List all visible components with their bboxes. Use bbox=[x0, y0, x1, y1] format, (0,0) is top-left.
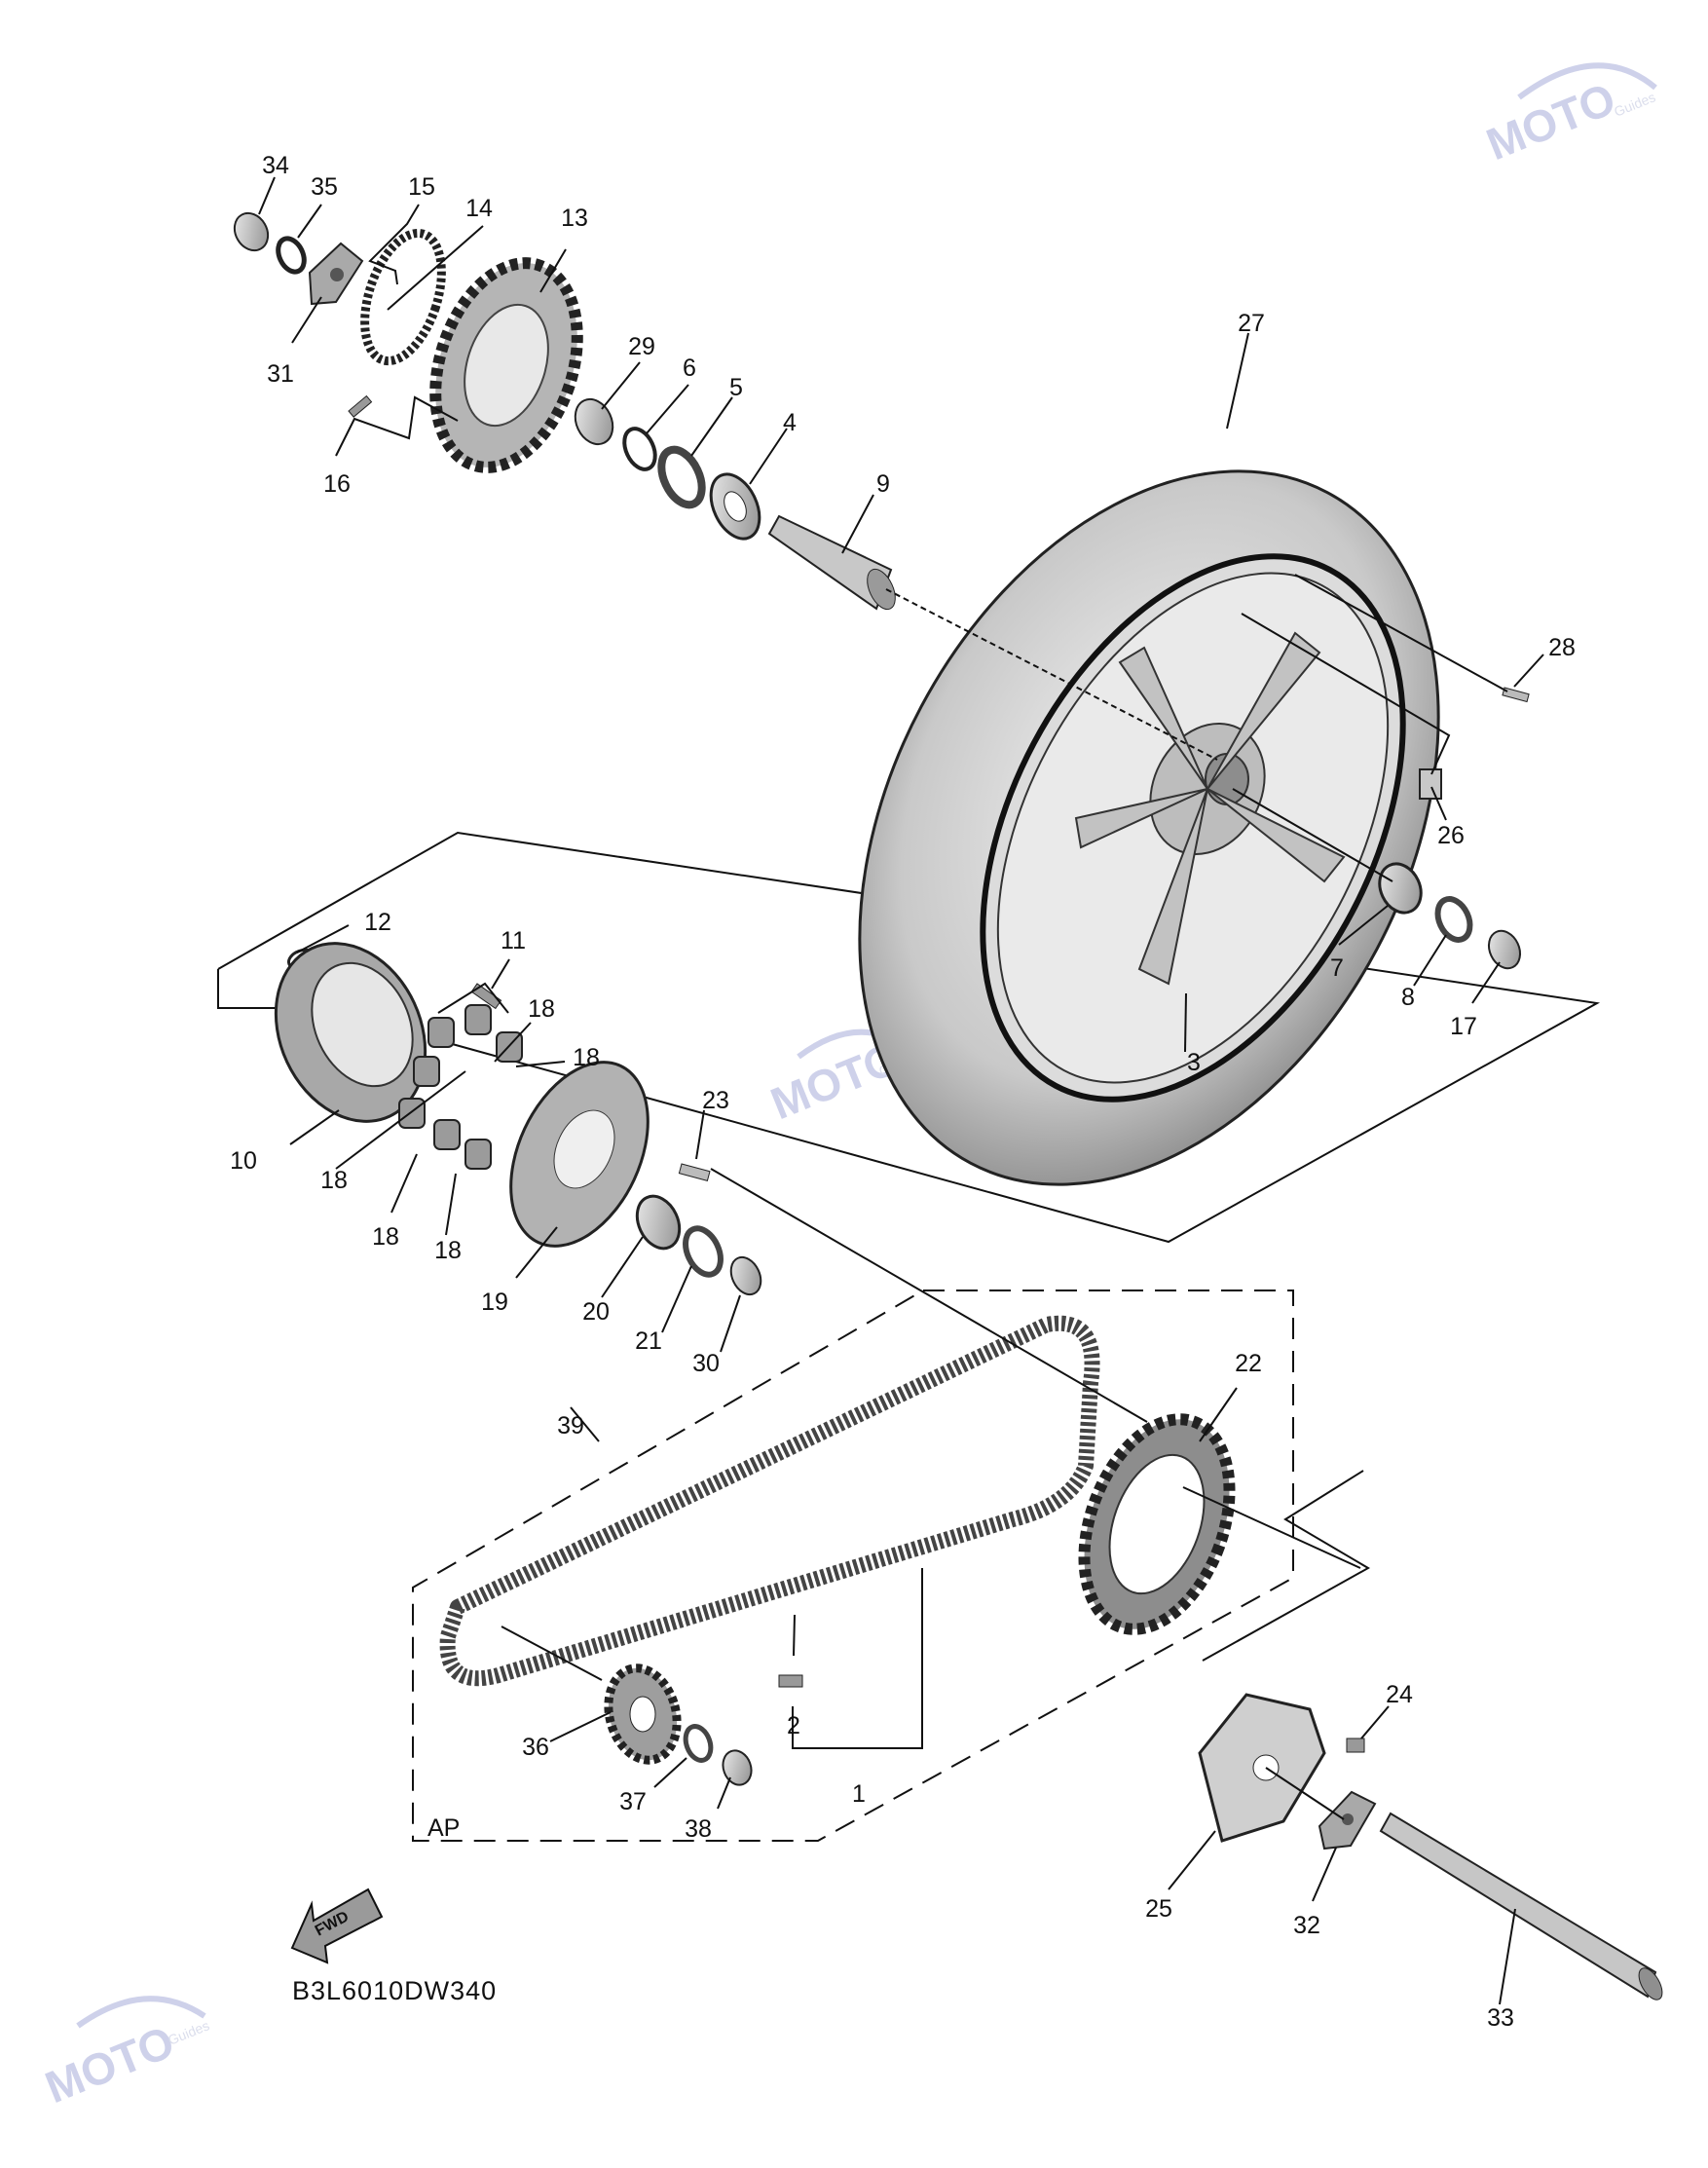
svg-text:Guides: Guides bbox=[166, 2017, 211, 2047]
leader-lines bbox=[258, 176, 1544, 2005]
valve-28 bbox=[1502, 687, 1530, 703]
nut-38 bbox=[722, 1749, 753, 1786]
callout-18-bottom: 18 bbox=[434, 1237, 462, 1264]
drive-chain-39 bbox=[439, 1315, 1100, 1687]
oil-seal-8 bbox=[1434, 896, 1473, 943]
watermark-top-right: MOTO Guides bbox=[1479, 62, 1657, 170]
ap-box-label: AP bbox=[427, 1814, 460, 1842]
callout-17: 17 bbox=[1450, 1013, 1477, 1040]
sprocket-bolt-ring-14 bbox=[360, 228, 446, 366]
fwd-arrow-icon: FWD bbox=[290, 1888, 384, 1964]
callout-27: 27 bbox=[1238, 310, 1265, 337]
callout-10: 10 bbox=[230, 1147, 257, 1175]
callout-28: 28 bbox=[1548, 634, 1576, 661]
diagram-code: B3L6010DW340 bbox=[292, 1976, 497, 2005]
rear-axle-group-outline bbox=[1202, 1470, 1371, 1662]
callout-12: 12 bbox=[364, 909, 391, 936]
callout-26: 26 bbox=[1437, 822, 1465, 849]
callout-32: 32 bbox=[1293, 1912, 1320, 1939]
balance-weight-26 bbox=[1419, 768, 1442, 800]
bearing-20 bbox=[635, 1194, 682, 1251]
callout-labels: 34 35 15 14 13 31 29 6 5 4 9 16 27 28 26… bbox=[230, 152, 1576, 2032]
callout-36: 36 bbox=[522, 1734, 549, 1761]
callout-5: 5 bbox=[729, 374, 743, 401]
bolt-16 bbox=[348, 394, 373, 418]
callout-7: 7 bbox=[1330, 954, 1344, 982]
callout-24: 24 bbox=[1386, 1681, 1413, 1708]
watermark-bottom-left: MOTO Guides bbox=[38, 1996, 211, 2113]
callout-4: 4 bbox=[783, 409, 797, 436]
callout-34: 34 bbox=[262, 152, 289, 179]
joint-link-2 bbox=[778, 1674, 803, 1688]
rear-axle-33 bbox=[1379, 1812, 1663, 2000]
callout-8: 8 bbox=[1401, 984, 1415, 1011]
callout-13: 13 bbox=[561, 205, 588, 232]
callout-11: 11 bbox=[501, 927, 526, 954]
svg-text:MOTO: MOTO bbox=[1479, 73, 1622, 170]
callout-30: 30 bbox=[692, 1350, 720, 1377]
callout-14: 14 bbox=[465, 195, 493, 222]
collar-23 bbox=[678, 1163, 711, 1182]
callout-15: 15 bbox=[408, 173, 435, 201]
collar-17 bbox=[1487, 929, 1522, 970]
callout-3: 3 bbox=[1187, 1049, 1201, 1076]
callout-1: 1 bbox=[852, 1780, 866, 1808]
nut-34 bbox=[233, 211, 270, 252]
rear-wheel-rim bbox=[996, 572, 1390, 1084]
collar-30 bbox=[729, 1255, 762, 1296]
nut-24 bbox=[1346, 1738, 1365, 1753]
callout-38: 38 bbox=[685, 1815, 712, 1843]
axle-plate-32 bbox=[1318, 1790, 1377, 1850]
callout-35: 35 bbox=[311, 173, 338, 201]
callout-29: 29 bbox=[628, 333, 655, 360]
callout-19: 19 bbox=[481, 1289, 508, 1316]
callout-18-left: 18 bbox=[320, 1167, 348, 1194]
ap-chain-kit-box bbox=[412, 1290, 1294, 1842]
rear-sprocket-22 bbox=[1078, 1413, 1236, 1635]
callout-22: 22 bbox=[1235, 1350, 1262, 1377]
driven-sprocket-hub-19 bbox=[509, 1061, 650, 1248]
callout-18-right: 18 bbox=[573, 1044, 600, 1071]
bearing-4 bbox=[709, 472, 761, 541]
bolt-11 bbox=[470, 983, 502, 1010]
drive-sprocket-36 bbox=[604, 1663, 682, 1765]
axle-plate-31 bbox=[308, 242, 364, 306]
callout-23: 23 bbox=[702, 1087, 729, 1114]
washer-35 bbox=[276, 236, 307, 275]
callout-6: 6 bbox=[683, 355, 696, 382]
callout-2: 2 bbox=[787, 1712, 800, 1739]
callout-20: 20 bbox=[582, 1298, 610, 1326]
hub-damper-housing-10 bbox=[274, 942, 427, 1123]
chain-puller-plate-25 bbox=[1198, 1693, 1326, 1843]
callout-25: 25 bbox=[1145, 1895, 1172, 1923]
callout-18-top: 18 bbox=[528, 995, 555, 1023]
oil-seal-5 bbox=[657, 445, 706, 509]
washer-37 bbox=[683, 1724, 714, 1763]
callout-18-bottom-left: 18 bbox=[372, 1223, 399, 1251]
callout-39: 39 bbox=[557, 1412, 584, 1439]
callout-9: 9 bbox=[876, 470, 890, 498]
svg-text:Guides: Guides bbox=[1612, 89, 1657, 119]
bearing-7 bbox=[1378, 862, 1423, 915]
callout-37: 37 bbox=[619, 1788, 647, 1815]
callout-31: 31 bbox=[267, 360, 294, 388]
svg-text:MOTO: MOTO bbox=[38, 2016, 181, 2113]
callout-16: 16 bbox=[323, 470, 351, 498]
wheel-spacer-9 bbox=[767, 514, 896, 611]
collar-29 bbox=[574, 397, 614, 446]
callout-33: 33 bbox=[1487, 2004, 1514, 2032]
sprocket-13 bbox=[429, 257, 583, 473]
circlip-6 bbox=[622, 427, 657, 471]
oil-seal-21 bbox=[683, 1225, 724, 1278]
callout-21: 21 bbox=[635, 1327, 662, 1355]
